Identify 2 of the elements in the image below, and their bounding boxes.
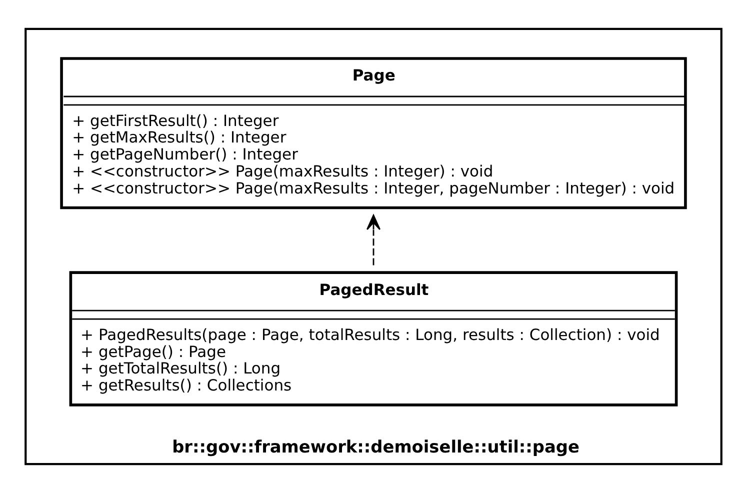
node-box: PagedResult + PagedResults(page : Page, totalResults : Long, results : Collection) : void + getPage() : Page + getTotalResults() : Long + getResults() : Collections	[69, 271, 678, 406]
arrow	[366, 214, 381, 266]
